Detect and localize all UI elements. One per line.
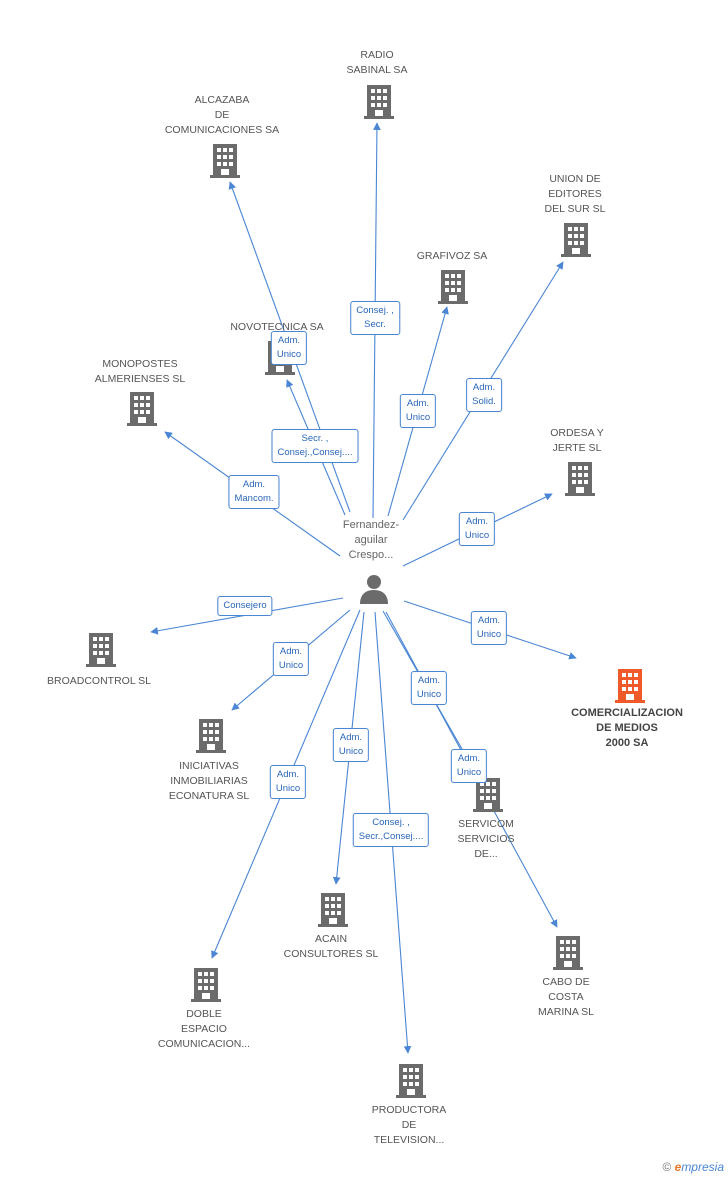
building-icon[interactable] <box>191 968 221 1002</box>
company-label-acain[interactable]: ACAIN CONSULTORES SL <box>283 933 379 960</box>
company-label-servicom[interactable]: SERVICOM SERVICIOS DE... <box>457 818 515 860</box>
relation-label-monopostes[interactable]: Adm. Mancom. <box>228 475 280 509</box>
relation-label-ordesa[interactable]: Adm. Unico <box>458 512 496 546</box>
person-icon[interactable] <box>360 575 388 604</box>
building-icon[interactable] <box>561 223 591 257</box>
company-label-ordesa[interactable]: ORDESA Y JERTE SL <box>550 427 604 454</box>
brand-initial: e <box>674 1160 682 1174</box>
company-label-comercializacion[interactable]: COMERCIALIZACION DE MEDIOS 2000 SA <box>571 707 683 749</box>
person-name[interactable]: Fernandez- aguilar Crespo... <box>342 519 400 561</box>
edges-layer <box>150 122 577 1054</box>
company-label-cabo[interactable]: CABO DE COSTA MARINA SL <box>537 976 595 1018</box>
relation-label-grafivoz[interactable]: Adm. Unico <box>399 394 437 428</box>
company-label-monopostes[interactable]: MONOPOSTES ALMERIENSES SL <box>94 358 186 385</box>
copyright-symbol: © <box>662 1160 672 1174</box>
building-icon[interactable] <box>127 392 157 426</box>
company-label-grafivoz[interactable]: GRAFIVOZ SA <box>416 250 488 262</box>
relation-label-productora[interactable]: Consej. , Secr.,Consej.... <box>352 813 430 847</box>
company-label-productora[interactable]: PRODUCTORA DE TELEVISION... <box>371 1104 447 1146</box>
company-label-alcazaba[interactable]: ALCAZABA DE COMUNICACIONES SA <box>164 94 280 136</box>
relation-label-cabo[interactable]: Adm. Unico <box>450 749 488 783</box>
company-label-iniciativas[interactable]: INICIATIVAS INMOBILIARIAS ECONATURA SL <box>168 760 250 802</box>
building-icon[interactable] <box>553 936 583 970</box>
building-icon[interactable] <box>615 669 645 703</box>
company-label-radio-sabinal[interactable]: RADIO SABINAL SA <box>346 49 408 76</box>
company-label-novotecnica[interactable]: NOVOTECNICA SA <box>230 321 324 333</box>
relation-label-iniciativas[interactable]: Adm. Unico <box>272 642 310 676</box>
relation-label-radio-sabinal[interactable]: Consej. , Secr. <box>350 301 400 335</box>
icons-layer <box>86 85 645 1098</box>
building-icon[interactable] <box>565 462 595 496</box>
building-icon[interactable] <box>210 144 240 178</box>
company-label-broadcontrol[interactable]: BROADCONTROL SL <box>46 675 152 687</box>
relation-label-union-editores[interactable]: Adm. Solid. <box>466 378 502 412</box>
relation-label-novotecnica[interactable]: Adm. Unico <box>270 331 308 365</box>
building-icon[interactable] <box>473 778 503 812</box>
relation-label-broadcontrol[interactable]: Consejero <box>217 596 273 616</box>
relation-label-doble[interactable]: Adm. Unico <box>269 765 307 799</box>
company-label-union-editores[interactable]: UNION DE EDITORES DEL SUR SL <box>544 173 606 215</box>
building-icon[interactable] <box>396 1064 426 1098</box>
building-icon[interactable] <box>318 893 348 927</box>
relation-label-servicom[interactable]: Adm. Unico <box>410 671 448 705</box>
building-icon[interactable] <box>364 85 394 119</box>
relation-label-alcazaba[interactable]: Secr. , Consej.,Consej.... <box>271 429 359 463</box>
building-icon[interactable] <box>438 270 468 304</box>
building-icon[interactable] <box>196 719 226 753</box>
relation-label-acain[interactable]: Adm. Unico <box>332 728 370 762</box>
footer-brand[interactable]: © empresia <box>662 1160 724 1174</box>
building-icon[interactable] <box>86 633 116 667</box>
relation-label-comercializacion[interactable]: Adm. Unico <box>470 611 508 645</box>
company-label-doble[interactable]: DOBLE ESPACIO COMUNICACION... <box>157 1008 251 1050</box>
brand-name: mpresia <box>681 1160 724 1174</box>
